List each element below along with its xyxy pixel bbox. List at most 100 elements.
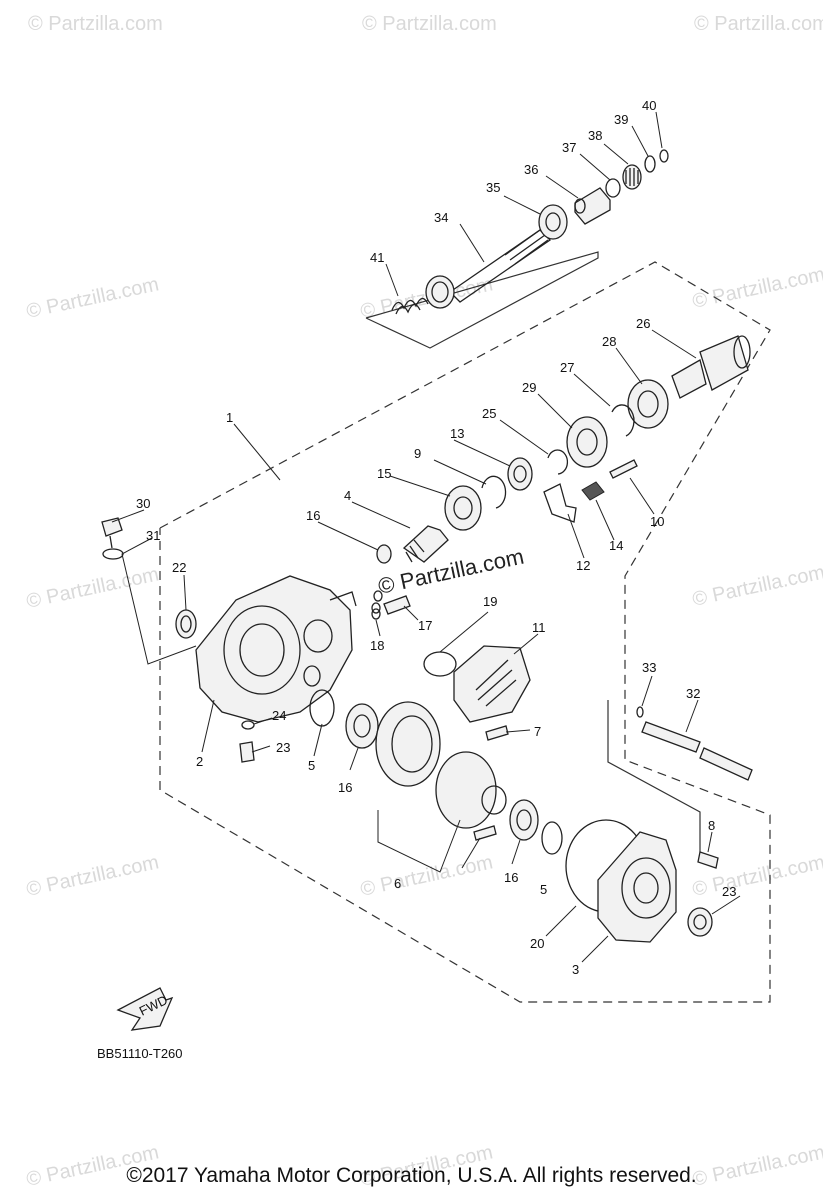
watermark: © Partzilla.com xyxy=(690,561,823,611)
callout-label: 30 xyxy=(136,496,150,511)
main-assembly-outline xyxy=(159,261,771,1003)
callout-label: 18 xyxy=(370,638,384,653)
callout-label: 17 xyxy=(418,618,432,633)
callout-label: 31 xyxy=(146,528,160,543)
gear-motor-12 xyxy=(453,645,531,723)
callout-label: 41 xyxy=(370,250,384,265)
bearing-30 xyxy=(566,416,608,468)
drive-shaft-33 xyxy=(641,721,753,781)
bearing-16-left xyxy=(345,703,379,749)
callout-label: 3 xyxy=(572,962,579,977)
shaft-27 xyxy=(671,335,751,399)
callout-label: 29 xyxy=(522,380,536,395)
watermark: © Partzilla.com xyxy=(694,13,823,35)
callout-label: 6 xyxy=(394,876,401,891)
callout-label: 8 xyxy=(708,818,715,833)
callout-numbers: 1 2 3 4 5 5 6 7 8 9 10 11 12 13 14 15 16… xyxy=(136,98,736,977)
callout-label: 36 xyxy=(524,162,538,177)
bearing-16-right xyxy=(509,799,539,841)
callout-label: 14 xyxy=(609,538,623,553)
callout-label: 13 xyxy=(450,426,464,441)
input-shaft-frame xyxy=(365,251,599,349)
callout-label: 12 xyxy=(576,558,590,573)
clip-34 xyxy=(636,706,644,718)
needle-bearing-39 xyxy=(622,164,642,190)
leader-lines xyxy=(111,111,741,963)
callout-label: 23 xyxy=(722,884,736,899)
callout-label: 32 xyxy=(686,686,700,701)
housing-2 xyxy=(195,575,357,723)
bolt-24 xyxy=(239,741,255,763)
callout-label: 23 xyxy=(276,740,290,755)
callout-label: 5 xyxy=(308,758,315,773)
watermark: © Partzilla.com xyxy=(358,851,494,901)
cover-3 xyxy=(597,831,677,943)
fwd-arrow-icon: FWD xyxy=(116,987,174,1031)
callout-label: 5 xyxy=(540,882,547,897)
o-ring-20 xyxy=(423,651,457,677)
washer-32 xyxy=(102,548,124,560)
washer-25 xyxy=(241,720,255,730)
callout-label: 16 xyxy=(338,780,352,795)
callout-label: 20 xyxy=(530,936,544,951)
clip-41 xyxy=(659,149,669,163)
washer-19 xyxy=(371,608,381,620)
callout-label: 35 xyxy=(486,180,500,195)
circlip-28 xyxy=(611,404,635,437)
callout-label: 15 xyxy=(377,466,391,481)
callout-label: 22 xyxy=(172,560,186,575)
bolt-8 xyxy=(485,725,509,741)
callout-label: 2 xyxy=(196,754,203,769)
watermark: © Partzilla.com xyxy=(28,13,163,35)
stopper-13 xyxy=(543,483,577,523)
watermark: © Partzilla.com xyxy=(24,563,160,613)
callout-label: 39 xyxy=(614,112,628,127)
input-shaft xyxy=(425,229,552,309)
bearing-16-top xyxy=(444,485,482,531)
callout-label: 38 xyxy=(588,128,602,143)
oil-seal-23-left xyxy=(175,609,197,639)
copyright-footer: ©2017 Yamaha Motor Corporation, U.S.A. A… xyxy=(126,1164,697,1187)
pin-11 xyxy=(609,459,638,479)
spring xyxy=(391,297,429,315)
bolt-9 xyxy=(697,851,719,869)
circlip-26 xyxy=(547,449,569,475)
watermark: © Partzilla.com xyxy=(362,13,497,35)
assembly-boundaries xyxy=(159,251,771,1003)
callout-label: 16 xyxy=(306,508,320,523)
washer-40 xyxy=(644,155,656,173)
oil-seal-23-right xyxy=(687,907,713,937)
callout-label: 33 xyxy=(642,660,656,675)
callout-label: 37 xyxy=(562,140,576,155)
ring-38 xyxy=(605,178,621,198)
callout-label: 16 xyxy=(504,870,518,885)
callout-label: 7 xyxy=(534,724,541,739)
watermark: © Partzilla.com xyxy=(690,263,823,313)
bearing-29 xyxy=(627,379,669,429)
parts: FWD xyxy=(101,149,753,1031)
callout-label: 27 xyxy=(560,360,574,375)
callout-label: 4 xyxy=(344,488,351,503)
collar-17 xyxy=(376,544,392,564)
callout-label: 40 xyxy=(642,98,656,113)
callout-label: 24 xyxy=(272,708,286,723)
callout-label: 10 xyxy=(650,514,664,529)
callout-label: 1 xyxy=(226,410,233,425)
collar-14 xyxy=(507,457,533,491)
bolt-18 xyxy=(371,590,411,615)
callout-label: 9 xyxy=(414,446,421,461)
watermark: © Partzilla.com xyxy=(24,273,160,323)
callout-label: 26 xyxy=(636,316,650,331)
bearing-36 xyxy=(538,204,568,240)
diagram-reference-code: BB51110-T260 xyxy=(97,1046,183,1061)
driveshaft-frame xyxy=(607,700,701,852)
key-15 xyxy=(581,481,605,501)
callout-label: 11 xyxy=(532,620,546,635)
ring-gear-6 xyxy=(375,701,507,829)
callout-label: 19 xyxy=(483,594,497,609)
bolt-31 xyxy=(101,517,123,549)
pinion-gear-4 xyxy=(402,525,449,563)
bolt-7 xyxy=(473,825,497,841)
callout-label: 25 xyxy=(482,406,496,421)
